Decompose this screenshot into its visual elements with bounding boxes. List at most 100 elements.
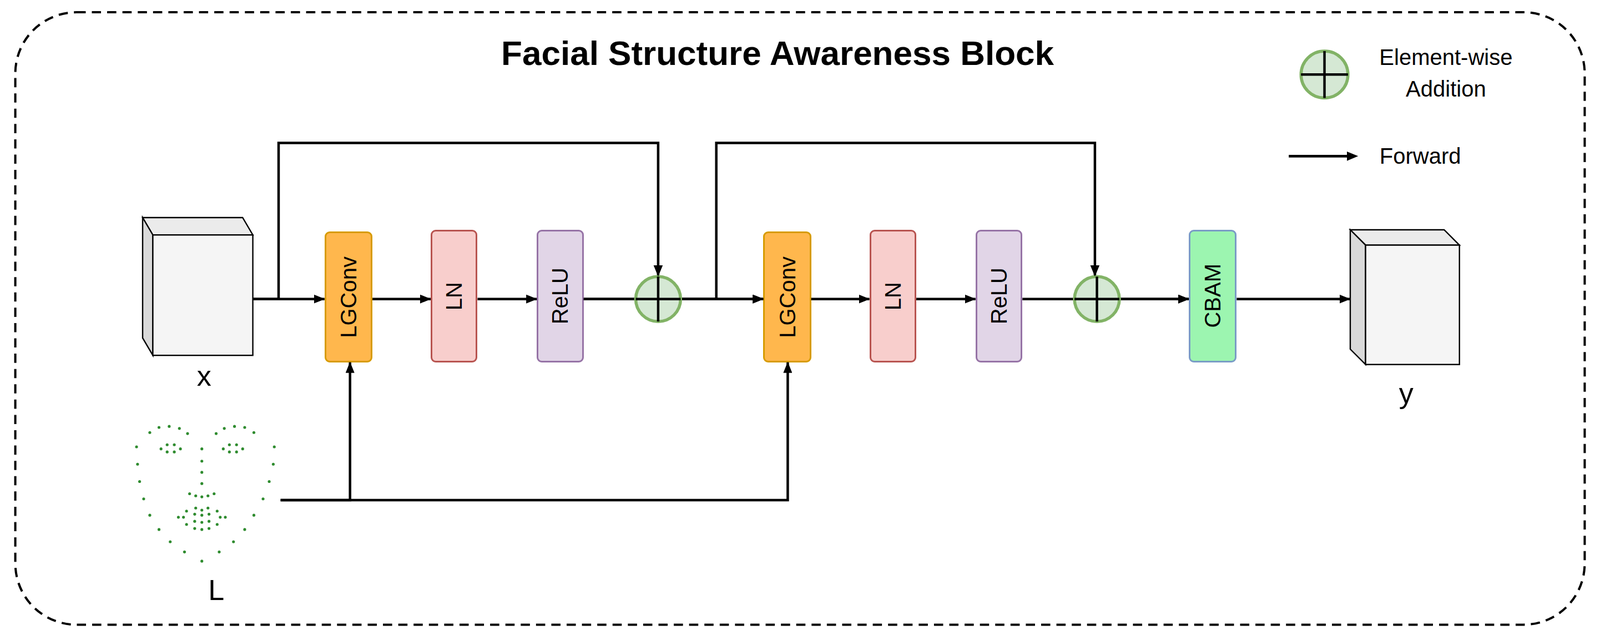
landmark-dot (252, 431, 256, 434)
cube-front (1365, 244, 1460, 365)
landmark-dot (215, 522, 219, 526)
landmark-dot (173, 443, 176, 447)
forward-connector (477, 297, 538, 301)
forward-connector (916, 297, 976, 301)
cube-side (1350, 229, 1366, 365)
layernorm-block: LN (869, 229, 917, 363)
landmark-dot (252, 513, 256, 517)
block-label: LGConv (776, 256, 799, 338)
landmark-dot (207, 527, 211, 531)
cube-outline (142, 217, 254, 356)
landmark-dot (185, 522, 189, 526)
legend-forward-arrow (1288, 151, 1359, 161)
landmark-dot (231, 540, 235, 544)
landmark-dot (188, 492, 191, 496)
tensor-label: y (1399, 378, 1414, 408)
block-label: LN (442, 281, 466, 311)
landmark-dot (218, 550, 221, 554)
landmark-dot (179, 447, 183, 451)
landmark-dot (200, 495, 204, 499)
cbam-block: CBAM (1188, 229, 1237, 363)
forward-connector (253, 142, 764, 299)
forward-connector (280, 362, 789, 501)
landmark-dot (178, 427, 181, 431)
landmark-dot (182, 516, 185, 519)
block-label: ReLU (987, 267, 1011, 325)
landmark-dot (200, 528, 204, 532)
landmark-dot (243, 426, 247, 429)
legend-text: Forward (1379, 140, 1462, 173)
landmark-dot (233, 425, 236, 428)
tensor-cube: x (142, 217, 254, 356)
addition-symbol (635, 265, 681, 322)
landmark-dot (157, 426, 161, 429)
landmark-dot (142, 497, 146, 501)
landmark-dot (173, 450, 176, 454)
relu-block: ReLU (536, 229, 584, 363)
forward-connector (811, 297, 870, 301)
landmark-dot (168, 540, 172, 544)
landmark-dot (271, 462, 275, 466)
landmark-dot (235, 443, 239, 447)
landmark-dot (261, 497, 265, 501)
forward-connector (372, 297, 431, 301)
landmark-dot (193, 520, 197, 523)
diagram-title: Facial Structure Awareness Block (501, 36, 1054, 71)
landmark-dot (268, 480, 271, 483)
layernorm-block: LN (430, 229, 478, 363)
forward-connector (1236, 297, 1350, 301)
cube-top (142, 217, 254, 235)
landmark-dot (185, 510, 189, 513)
landmark-dot (228, 443, 231, 447)
landmark-dot (207, 512, 211, 516)
dashed-frame (15, 12, 1586, 625)
tensor-cube: y (1350, 229, 1460, 365)
landmark-dot (214, 432, 218, 436)
landmark-dot (135, 445, 139, 449)
landmark-dot (148, 513, 152, 517)
landmark-dot (200, 447, 204, 451)
landmark-dot (186, 432, 190, 436)
landmark-dot (200, 521, 204, 524)
landmark-dot (183, 550, 186, 554)
legend-text: Element-wise Addition (1369, 41, 1523, 105)
legend-adder-symbol (1300, 51, 1349, 99)
forward-connector (280, 362, 351, 501)
landmark-dot (200, 508, 204, 512)
landmark-dot (224, 516, 227, 519)
landmark-dot (223, 427, 226, 431)
landmark-dot (200, 482, 204, 486)
cube-outline (1350, 229, 1460, 365)
landmark-dot (228, 450, 231, 454)
landmark-dot (168, 425, 171, 428)
landmark-dot (219, 516, 222, 519)
landmark-dot (159, 447, 163, 451)
landmark-dot (200, 559, 204, 563)
landmark-dot (200, 459, 204, 463)
landmark-dot (136, 462, 140, 466)
block-label: LN (881, 281, 905, 311)
landmark-dot (177, 516, 180, 519)
tensor-label: x (197, 361, 212, 391)
landmark-dot (165, 443, 169, 447)
landmark-dot (194, 494, 198, 498)
landmark-dot (241, 447, 245, 451)
landmark-dot (207, 520, 211, 523)
landmark-dot (207, 494, 210, 498)
landmark-dot (148, 431, 152, 434)
landmark-dot (243, 528, 247, 532)
block-label: CBAM (1201, 263, 1224, 328)
lgconv-block: LGConv (324, 231, 373, 362)
landmark-dot (221, 447, 225, 451)
landmark-dot (138, 480, 141, 483)
block-label: LGConv (337, 256, 360, 338)
cube-front (153, 234, 254, 356)
landmark-face: L (130, 421, 281, 564)
landmark-dot (165, 450, 169, 454)
tensor-label: L (208, 575, 225, 605)
landmark-dot (215, 510, 219, 513)
landmark-dot (193, 527, 197, 531)
forward-connector (583, 142, 1189, 299)
